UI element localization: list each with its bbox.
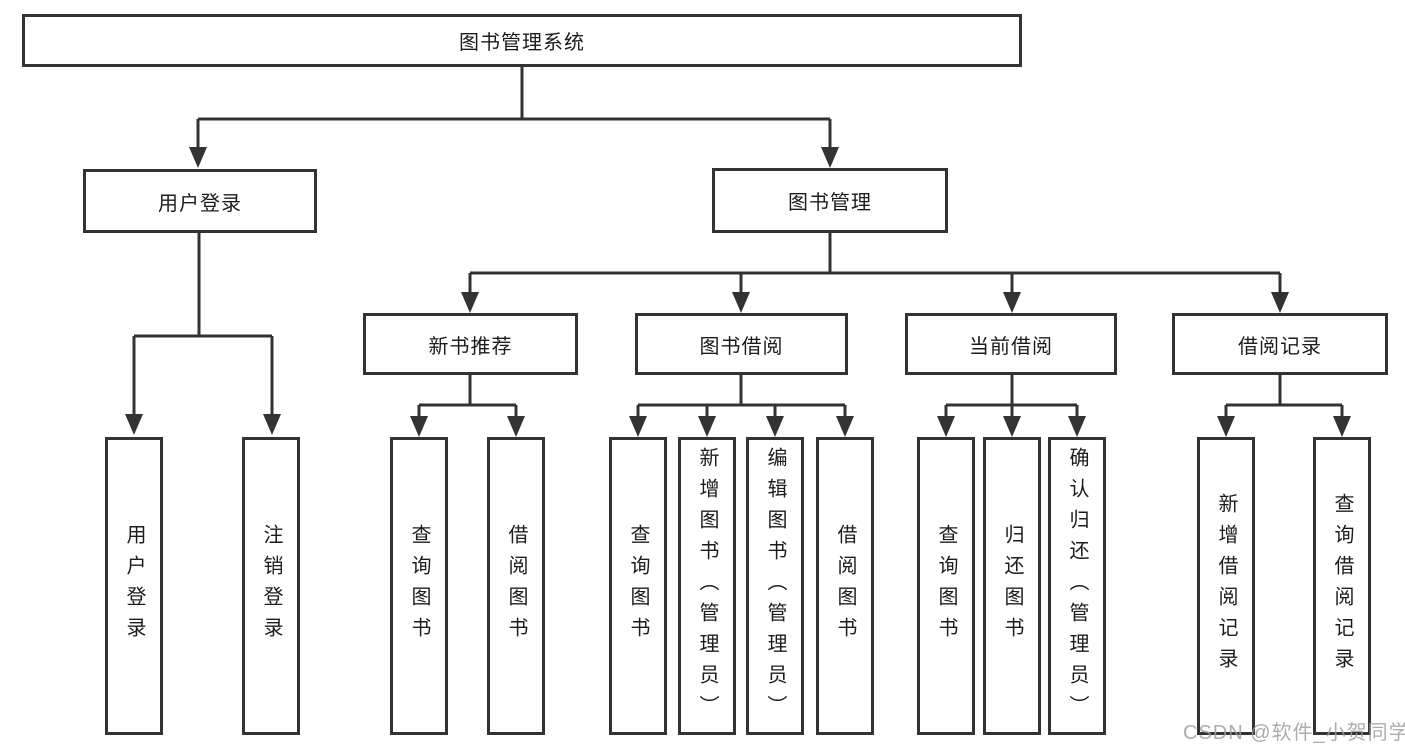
leaf-logout-label: 注销登录 <box>260 524 282 648</box>
leaf-confirm-return-admin: 确认归还（管理员） <box>1048 437 1106 735</box>
leaf-edit-book-admin: 编辑图书（管理员） <box>746 437 804 735</box>
arrowheads <box>125 147 1351 437</box>
leaf-add-book-admin-label: 新增图书（管理员） <box>696 446 718 726</box>
node-root: 图书管理系统 <box>22 14 1022 67</box>
node-new-book-recommend: 新书推荐 <box>363 313 578 375</box>
leaf-confirm-return-admin-label: 确认归还（管理员） <box>1066 446 1088 726</box>
leaf-query-books-2: 查询图书 <box>609 437 667 735</box>
leaf-user-login: 用户登录 <box>105 437 163 735</box>
leaf-query-books-2-label: 查询图书 <box>627 524 649 648</box>
leaf-query-borrow-record-label: 查询借阅记录 <box>1331 493 1353 679</box>
leaf-return-book-label: 归还图书 <box>1001 524 1023 648</box>
leaf-query-books-3-label: 查询图书 <box>935 524 957 648</box>
leaf-logout: 注销登录 <box>242 437 300 735</box>
csdn-watermark: CSDN @软件_小贺同学 <box>1183 722 1405 744</box>
leaf-borrow-books-1: 借阅图书 <box>487 437 545 735</box>
node-current-borrow: 当前借阅 <box>905 313 1117 375</box>
leaf-add-book-admin: 新增图书（管理员） <box>678 437 736 735</box>
node-borrow-records: 借阅记录 <box>1172 313 1388 375</box>
leaf-edit-book-admin-label: 编辑图书（管理员） <box>764 446 786 726</box>
leaf-query-borrow-record: 查询借阅记录 <box>1313 437 1371 735</box>
node-book-management: 图书管理 <box>712 168 948 233</box>
leaf-add-borrow-record: 新增借阅记录 <box>1197 437 1255 735</box>
leaf-query-books-1: 查询图书 <box>390 437 448 735</box>
leaf-query-books-3: 查询图书 <box>917 437 975 735</box>
leaf-borrow-books-1-label: 借阅图书 <box>505 524 527 648</box>
leaf-query-books-1-label: 查询图书 <box>408 524 430 648</box>
leaf-user-login-label: 用户登录 <box>123 524 145 648</box>
leaf-borrow-books-2: 借阅图书 <box>816 437 874 735</box>
leaf-borrow-books-2-label: 借阅图书 <box>834 524 856 648</box>
node-user-login: 用户登录 <box>83 169 317 233</box>
node-book-borrow: 图书借阅 <box>635 313 848 375</box>
leaf-add-borrow-record-label: 新增借阅记录 <box>1215 493 1237 679</box>
tree-edges <box>132 67 1344 419</box>
leaf-return-book: 归还图书 <box>983 437 1041 735</box>
